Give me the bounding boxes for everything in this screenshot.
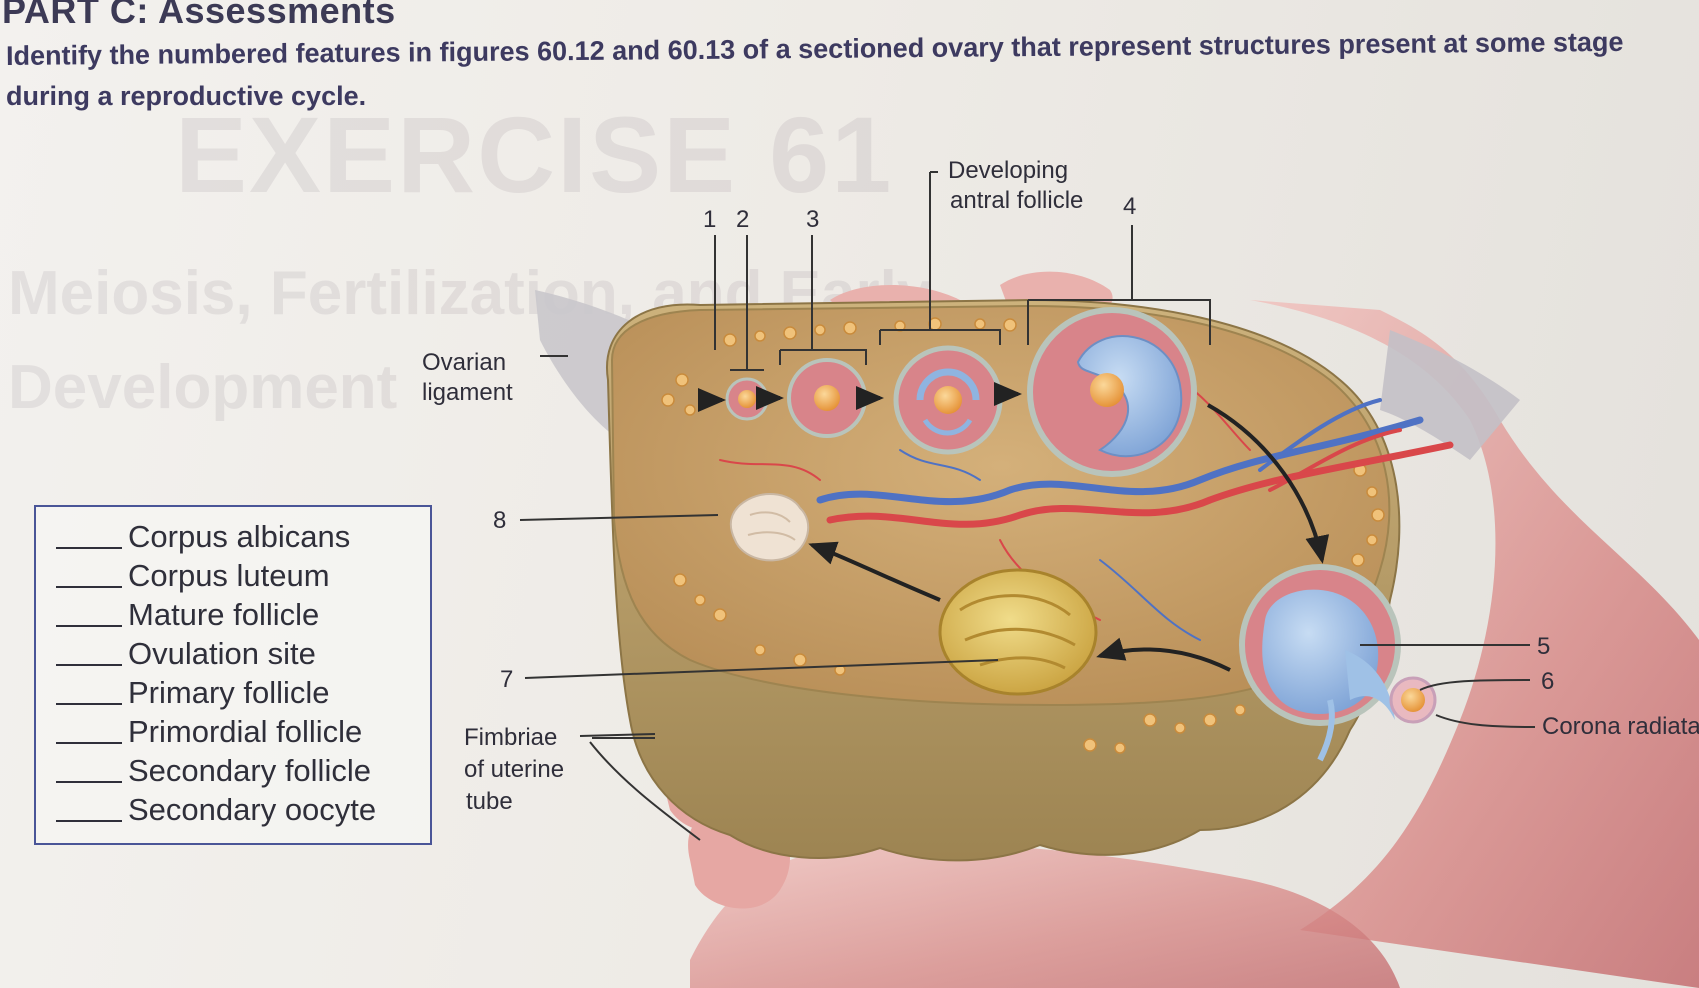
answer-item: Secondary follicle xyxy=(56,753,371,789)
label-ovarian-ligament-line-1: Ovarian xyxy=(422,349,507,376)
answer-label: Mature follicle xyxy=(128,597,320,632)
answer-blank[interactable] xyxy=(56,586,122,588)
label-fimbriae-line-3: tube xyxy=(466,788,513,815)
label-developing-line-1: Developing xyxy=(948,157,1069,184)
secondary-oocyte xyxy=(1389,676,1437,724)
label-corona-radiata: Corona radiata xyxy=(1542,713,1699,740)
answer-blank[interactable] xyxy=(56,625,122,627)
developing-antral-follicle xyxy=(893,345,1003,455)
answer-item: Primary follicle xyxy=(56,675,330,711)
answer-label: Corpus luteum xyxy=(128,558,330,593)
instructions-line-2: during a reproductive cycle. xyxy=(6,81,367,111)
label-fimbriae-line-2: of uterine xyxy=(464,756,565,783)
corpus-albicans xyxy=(729,492,810,562)
answer-label: Secondary oocyte xyxy=(128,792,377,827)
primordial-follicle-dots xyxy=(661,317,1385,754)
answer-label: Corpus albicans xyxy=(128,519,351,554)
answer-item: Corpus albicans xyxy=(56,519,350,555)
label-2: 2 xyxy=(736,206,750,233)
corpus-luteum xyxy=(938,568,1098,696)
answer-item: Corpus luteum xyxy=(56,558,330,594)
part-title: PART C: Assessments xyxy=(2,0,396,31)
answer-label: Ovulation site xyxy=(128,636,316,671)
answer-item: Primordial follicle xyxy=(56,714,362,750)
instructions: Identify the numbered features in figure… xyxy=(6,27,1696,116)
answer-item: Mature follicle xyxy=(56,597,319,633)
label-7: 7 xyxy=(500,666,514,693)
answer-label: Primordial follicle xyxy=(128,714,363,749)
label-brackets xyxy=(519,171,1536,841)
ovulation-site xyxy=(1239,564,1401,762)
answer-blank[interactable] xyxy=(56,820,122,822)
answer-blank[interactable] xyxy=(56,781,122,783)
label-6: 6 xyxy=(1541,668,1555,695)
label-5: 5 xyxy=(1537,633,1551,660)
label-4: 4 xyxy=(1123,193,1137,220)
answer-blank[interactable] xyxy=(56,664,122,666)
answer-blank[interactable] xyxy=(56,547,122,549)
label-fimbriae-line-1: Fimbriae xyxy=(464,724,558,751)
development-arrows xyxy=(698,382,1330,672)
watermark-exercise: EXERCISE 61 xyxy=(175,94,894,215)
answer-label: Secondary follicle xyxy=(128,753,371,788)
answer-item: Ovulation site xyxy=(56,636,316,672)
answer-item: Secondary oocyte xyxy=(56,792,376,828)
answer-blank[interactable] xyxy=(56,742,122,744)
label-8: 8 xyxy=(493,507,507,534)
primary-follicle xyxy=(725,377,769,421)
answer-blank[interactable] xyxy=(56,703,122,705)
answer-list-box: Corpus albicans Corpus luteum Mature fol… xyxy=(34,505,432,845)
label-3: 3 xyxy=(806,206,820,233)
label-1: 1 xyxy=(703,206,717,233)
watermark-subtitle-2: Development xyxy=(8,353,398,422)
mature-follicle xyxy=(1027,307,1197,477)
secondary-follicle xyxy=(787,358,867,438)
label-developing-line-2: antral follicle xyxy=(950,187,1084,214)
answer-label: Primary follicle xyxy=(128,675,330,710)
label-ovarian-ligament-line-2: ligament xyxy=(422,379,513,406)
